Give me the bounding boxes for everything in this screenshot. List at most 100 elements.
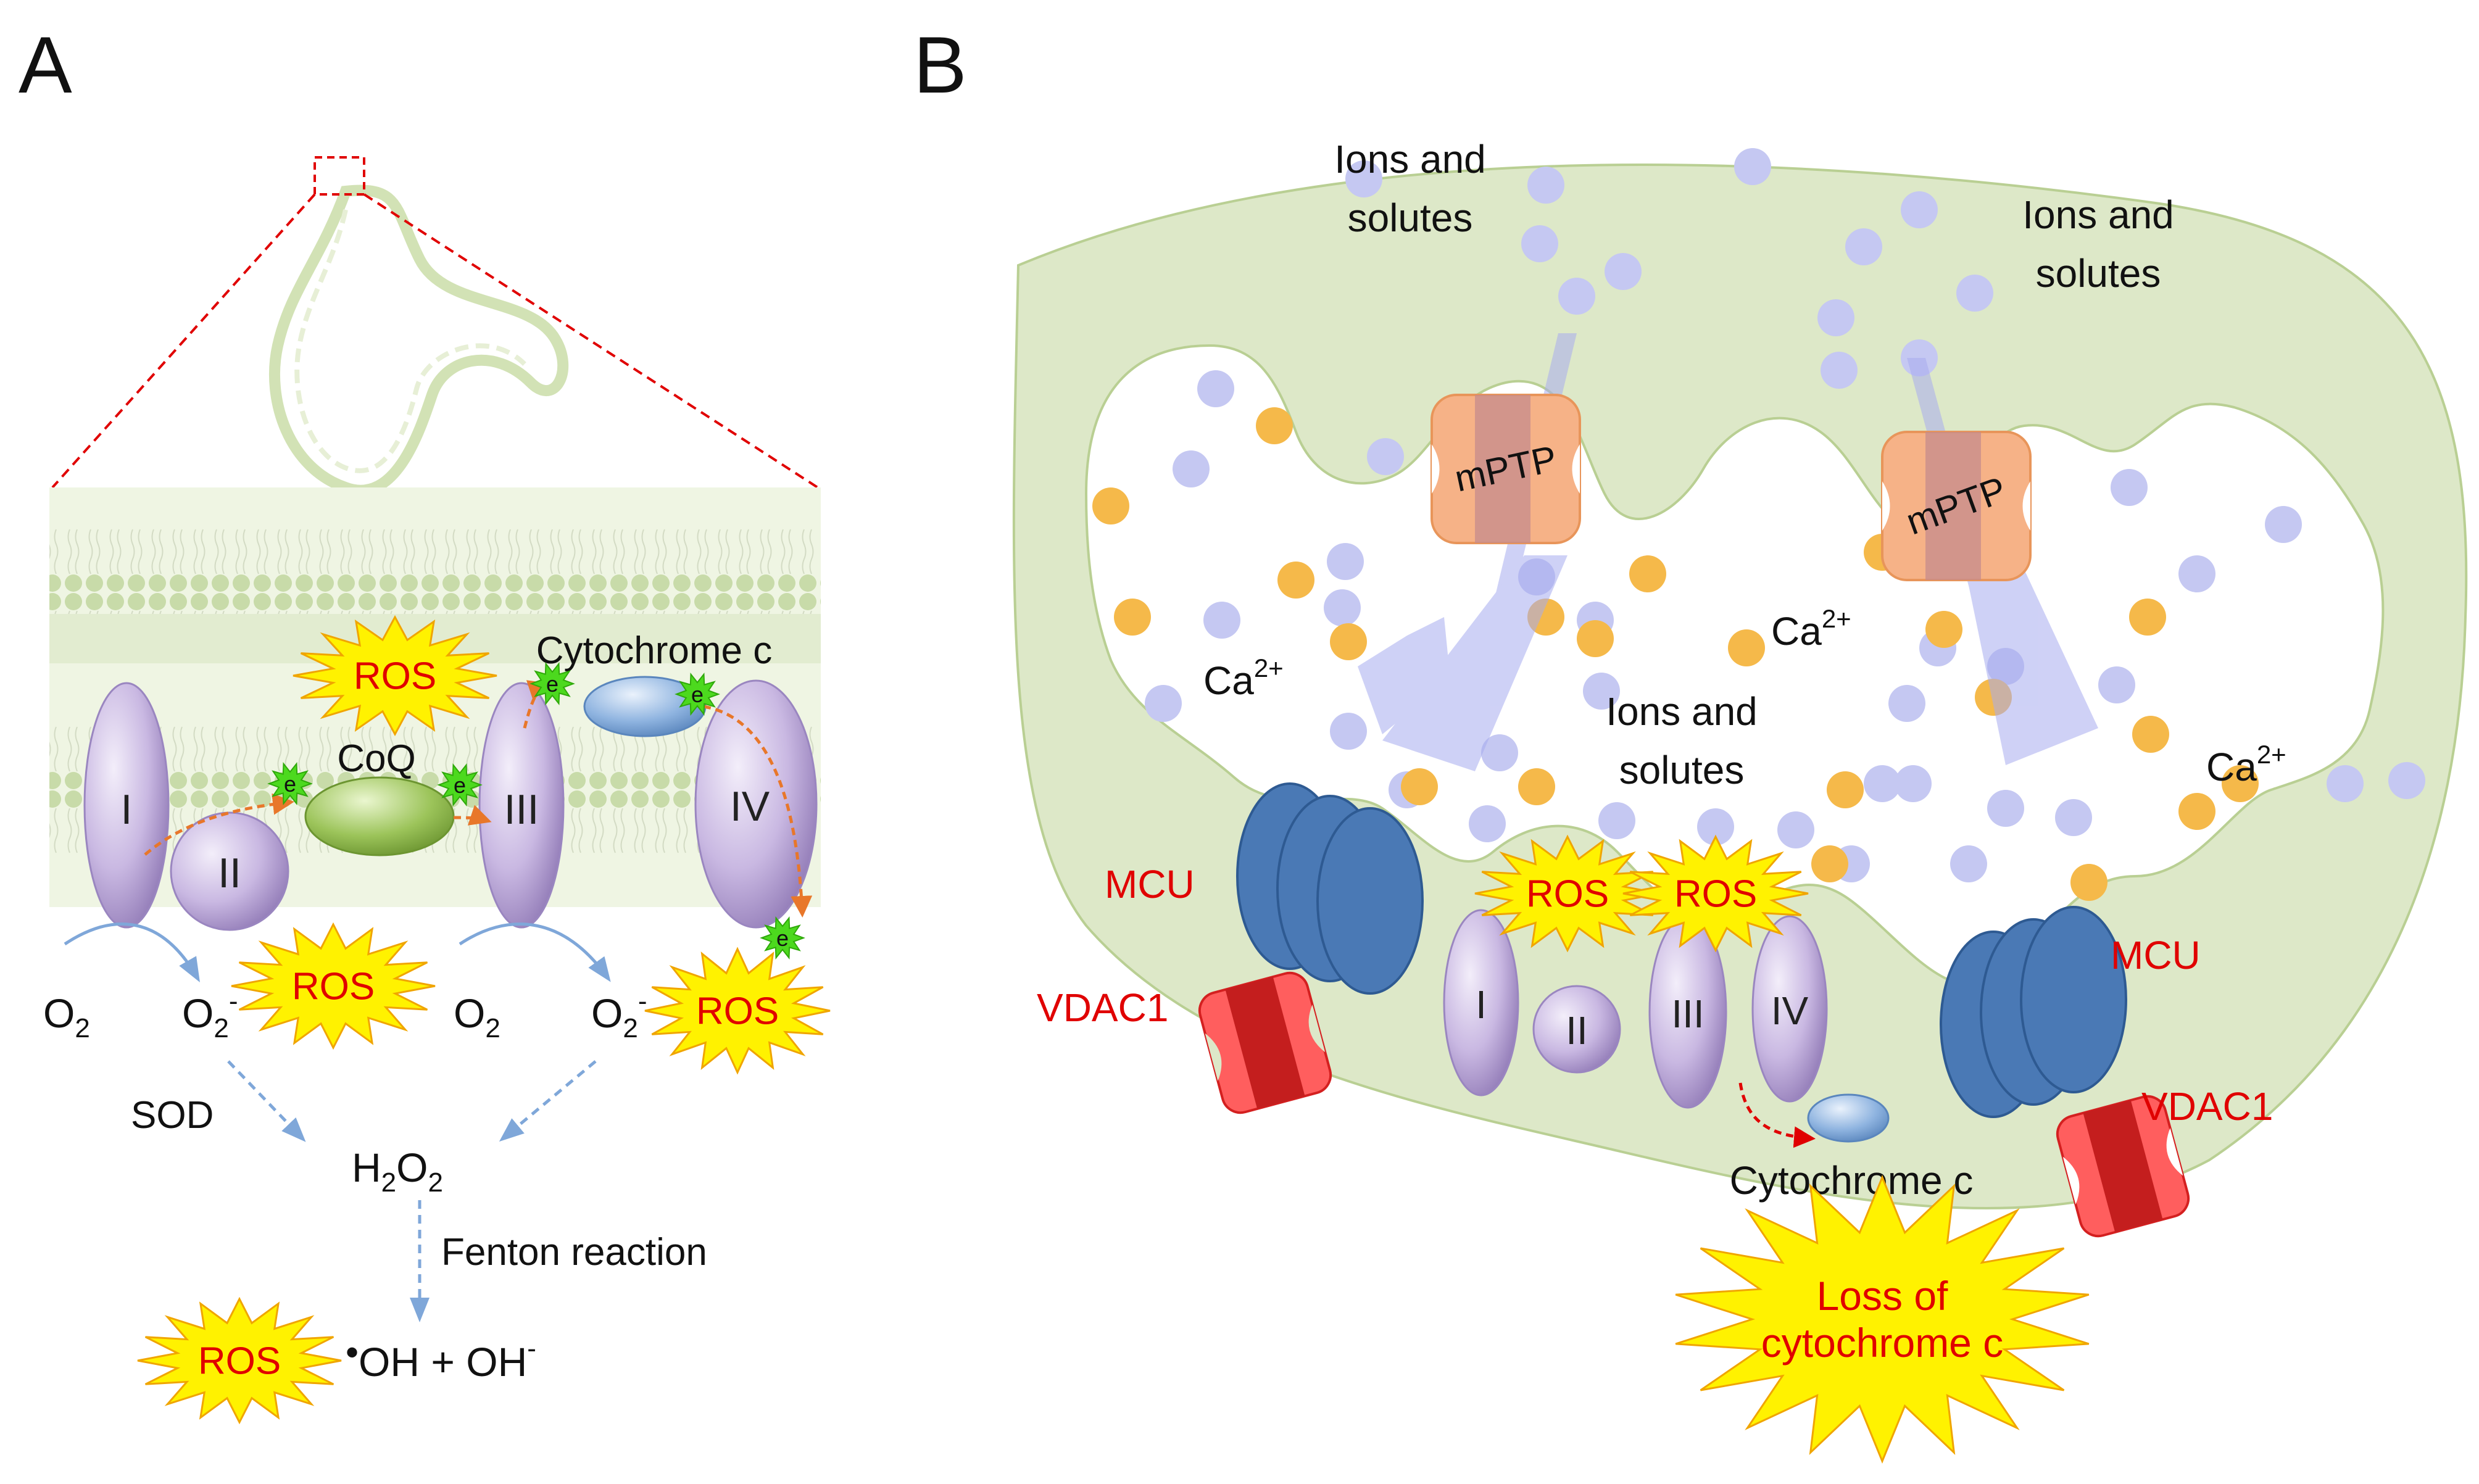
ion-dot	[1734, 148, 1771, 185]
ion-dot	[1203, 602, 1240, 639]
ion-dot	[2265, 506, 2302, 543]
arrow-sod	[227, 1060, 306, 1142]
ion-dot	[1481, 734, 1518, 771]
ca-label-1: Ca2+	[1203, 653, 1284, 703]
ion-dots	[1092, 148, 2425, 901]
calcium-dot	[1577, 620, 1614, 657]
ros-burst-b2: ROS	[1622, 834, 1809, 953]
ions-label-3-line2: solutes	[1619, 748, 1745, 792]
coq-label: CoQ	[337, 737, 415, 780]
ros-burst-b1: ROS	[1474, 834, 1661, 953]
b-complex-iv-label: IV	[1771, 989, 1809, 1033]
zoom-box	[314, 156, 365, 196]
sod-label: SOD	[131, 1094, 214, 1137]
ros-burst-b2-text: ROS	[1674, 873, 1757, 916]
ion-dot	[1888, 685, 1925, 722]
calcium-dot	[1277, 562, 1314, 599]
ion-dot	[1197, 370, 1234, 407]
ions-label-2-line2: solutes	[2036, 251, 2161, 296]
ros-burst-2-text: ROS	[292, 966, 375, 1008]
o2-label-2: O2	[454, 990, 500, 1043]
vdac1-label-2: VDAC1	[2141, 1084, 2273, 1129]
b-complex-ii	[1532, 985, 1621, 1074]
ions-label-3-line1: Ions and	[1606, 689, 1758, 734]
electron-text: e	[776, 926, 789, 951]
mptp-left: mPTP	[1431, 394, 1581, 544]
superoxide-label-1: O2-	[182, 986, 238, 1043]
mptp-right: mPTP	[1881, 431, 2032, 581]
mcu-label-1: MCU	[1105, 862, 1195, 906]
electron-text: e	[546, 671, 559, 697]
ion-dot	[1327, 543, 1364, 580]
panel-label-a: A	[19, 20, 72, 110]
coq	[304, 776, 455, 856]
calcium-dot	[2129, 599, 2166, 636]
ions-label-2-line1: Ions and	[2022, 193, 2174, 237]
calcium-dot	[1811, 845, 1848, 882]
electron-badge: e	[437, 763, 483, 807]
ion-dot	[1987, 790, 2024, 827]
electron-text: e	[691, 682, 704, 707]
ion-dot	[1901, 191, 1938, 228]
ion-dot	[1950, 845, 1987, 882]
complex-iv	[694, 679, 818, 929]
calcium-dot	[2178, 793, 2215, 830]
electrons: e e e e e	[267, 661, 805, 960]
electron-badge: e	[760, 916, 805, 960]
ion-dot	[1605, 253, 1642, 290]
fenton-label: Fenton reaction	[441, 1231, 707, 1274]
calcium-dot	[2070, 864, 2107, 901]
calcium-dot	[1827, 771, 1864, 808]
ion-dot	[1864, 765, 1901, 802]
electron-badge: e	[675, 672, 720, 716]
zoom-line-left	[51, 193, 316, 489]
ion-dot	[1558, 278, 1595, 315]
calcium-dot	[1401, 768, 1438, 805]
calcium-dot	[1728, 629, 1765, 666]
b-complex-iv	[1751, 915, 1828, 1103]
mitochondrion-thumbnail	[268, 184, 569, 496]
mcu-left	[1236, 782, 1424, 995]
ion-dot	[1324, 589, 1361, 626]
complex-iii-label: III	[504, 786, 539, 833]
arrow-to-h2o2	[499, 1060, 597, 1142]
ros-burst-b1-text: ROS	[1526, 873, 1609, 916]
panel-label-b: B	[913, 20, 967, 110]
hydroxyl-label: •OH + OH-	[346, 1332, 536, 1385]
b-complex-ii-label: II	[1566, 1008, 1588, 1053]
ion-dot	[1817, 299, 1854, 336]
ion-dot	[2055, 799, 2092, 836]
zoom-line-right	[363, 193, 819, 489]
ion-dot	[1145, 685, 1182, 722]
loss-of-cytochrome-c-burst-text: Loss of	[1817, 1273, 1948, 1319]
complex-i	[83, 682, 170, 929]
electron-path	[144, 680, 813, 918]
loss-of-cytochrome-c-burst-text: cytochrome c	[1761, 1320, 2003, 1366]
b-complex-i-label: I	[1476, 982, 1487, 1027]
ros-burst-3-text: ROS	[696, 990, 779, 1033]
ion-dot	[2098, 666, 2135, 703]
ion-dot	[1598, 802, 1635, 839]
ion-dot	[1956, 275, 1993, 312]
ion-dot	[1527, 167, 1564, 204]
ion-dot	[1821, 352, 1858, 389]
electron-badge: e	[267, 761, 313, 806]
arrow-o2-to-superoxide-1	[64, 922, 200, 982]
ca-label-2: Ca2+	[1771, 604, 1851, 653]
ion-dot	[2388, 762, 2425, 799]
ion-dot	[2111, 469, 2148, 506]
vdac1-left	[1198, 971, 1332, 1114]
complex-i-label: I	[121, 786, 133, 833]
ion-dot	[1777, 811, 1814, 848]
ion-dot	[1367, 438, 1404, 475]
ion-dot	[1469, 805, 1506, 842]
ros-burst-2: ROS	[231, 922, 436, 1050]
calcium-dot	[1629, 555, 1666, 592]
ion-dot	[1345, 160, 1382, 197]
ion-dot	[2178, 555, 2215, 592]
b-complex-iii-label: III	[1671, 992, 1704, 1036]
